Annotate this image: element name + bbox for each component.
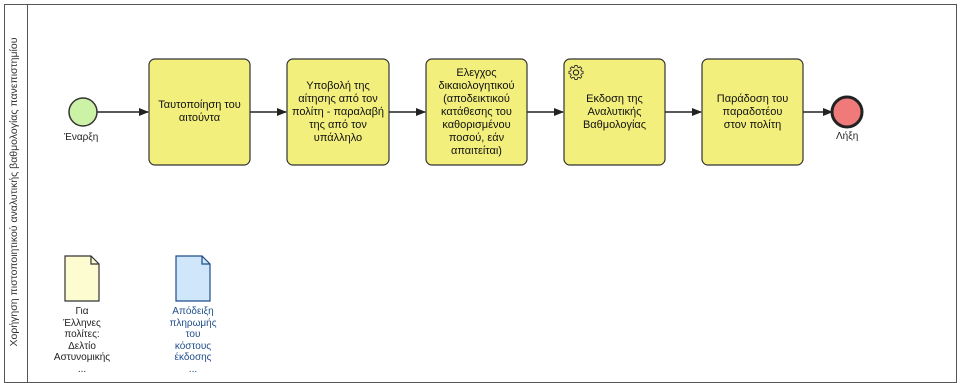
task-deliver-output[interactable]	[701, 58, 804, 166]
doc-line: έκδοσης	[174, 352, 212, 363]
document-icon	[64, 255, 100, 302]
document-fold	[90, 256, 99, 265]
data-object-payment-receipt[interactable]	[175, 255, 211, 302]
end-event-label: Λήξη	[836, 131, 859, 142]
tasks	[148, 58, 804, 166]
gear-icon	[568, 65, 584, 80]
start-event[interactable]	[68, 97, 98, 127]
task-label: Παράδοση του παραδοτέου στον πολίτη	[716, 92, 789, 131]
start-event-label: Έναρξη	[64, 132, 99, 143]
doc-line: πολίτες:	[64, 329, 100, 340]
data-object-id-card[interactable]	[64, 255, 100, 302]
task-check-documents[interactable]	[425, 58, 528, 166]
doc-line: του	[185, 329, 201, 340]
task-label: Ελεγχος δικαιολογητικού (αποδεικτικού κα…	[438, 66, 515, 157]
task-label: Ταυτοποίηση του αιτούντα	[158, 99, 241, 124]
doc-line: Αστυνομικής	[53, 352, 111, 363]
document-icon	[175, 255, 211, 302]
task-identify-applicant[interactable]	[148, 58, 251, 166]
doc-line: κόστους	[174, 340, 212, 352]
doc-ellipsis: ...	[188, 363, 198, 375]
document-label-payment-receipt: Απόδειξη πληρωμής του κόστους έκδοσης ..…	[156, 306, 230, 375]
document-label-id-card: Για Έλληνες πολίτες: Δελτίο Αστυνομικής …	[45, 306, 119, 375]
doc-line: Για	[75, 306, 89, 317]
task-issue-transcript[interactable]	[563, 58, 666, 166]
doc-line: Έλληνες	[63, 317, 101, 329]
doc-ellipsis: ...	[77, 363, 87, 375]
end-event[interactable]	[830, 95, 864, 129]
document-fold	[201, 256, 210, 265]
doc-line: Απόδειξη	[172, 306, 214, 317]
doc-line: Δελτίο	[68, 340, 96, 352]
task-label: Εκδοση της Αναλυτικής Βαθμολογίας	[582, 92, 647, 131]
task-submit-application[interactable]	[286, 58, 390, 166]
doc-line: πληρωμής	[169, 317, 217, 329]
task-label: Υποβολή της αίτησης από τον πολίτη - παρ…	[291, 79, 385, 144]
